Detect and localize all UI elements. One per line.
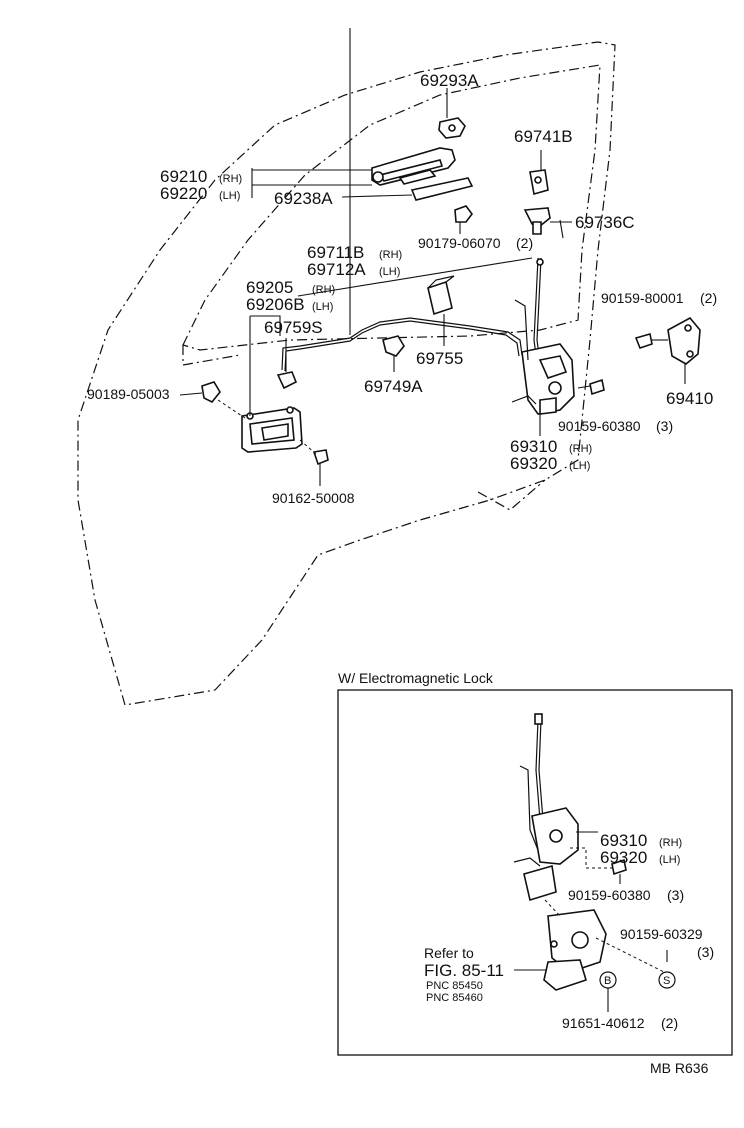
label-69711b-side: (RH) [379, 249, 402, 261]
nut-90179 [454, 205, 473, 223]
handle-clip-69293a [438, 117, 466, 139]
label-69741b: 69741B [514, 127, 573, 146]
label-69293a: 69293A [420, 71, 479, 90]
leader-lines [179, 28, 686, 486]
label-69712a: 69712A [307, 260, 366, 279]
inside-door-handle [241, 406, 303, 453]
label-90159-80001-qty: (2) [700, 290, 717, 306]
inset-label-91651: 91651-40612 [562, 1015, 645, 1031]
clip-69741b [529, 169, 549, 196]
label-90159-60380-qty: (3) [656, 418, 673, 434]
circle-s-marker [658, 971, 676, 989]
circle-b-letter: B [604, 975, 611, 987]
clip-69736c [523, 207, 551, 235]
inset-fig-ref: FIG. 85-11 [424, 961, 504, 980]
inset-label-90159-60329-qty: (3) [697, 944, 714, 960]
door-lock-solenoid [543, 909, 607, 991]
label-90162: 90162-50008 [272, 490, 355, 506]
inset-lock-bracket [523, 864, 557, 902]
label-69410: 69410 [666, 389, 713, 408]
label-69205: 69205 [246, 278, 293, 297]
inset-label-90159-60329: 90159-60329 [620, 926, 703, 942]
label-69220: 69220 [160, 184, 207, 203]
door-outline [77, 41, 616, 706]
label-69711b: 69711B [307, 243, 364, 262]
label-90159-60380: 90159-60380 [558, 418, 641, 434]
inset-pnc2: PNC 85460 [426, 992, 483, 1004]
inset-pnc1: PNC 85450 [426, 980, 483, 992]
label-69206b: 69206B [246, 295, 305, 314]
inset-label-69310: 69310 [600, 831, 647, 850]
inset-electromagnetic-lock: W/ Electromagnetic Lock S [337, 670, 733, 1056]
label-69320: 69320 [510, 454, 557, 473]
inset-label-91651-qty: (2) [661, 1015, 678, 1031]
clip-90189 [201, 381, 246, 419]
inset-refer-to: Refer to [424, 945, 474, 961]
control-rod [281, 317, 523, 372]
inset-label-90159-60380: 90159-60380 [568, 887, 651, 903]
handle-cover-plate [410, 177, 474, 201]
screw-90159-60380 [577, 378, 605, 396]
circle-s-letter: S [663, 975, 670, 987]
label-69206b-side: (LH) [312, 301, 333, 313]
drawing-code: MB R636 [650, 1060, 709, 1076]
label-69220-side: (LH) [219, 190, 240, 202]
label-90189: 90189-05003 [87, 386, 170, 402]
circle-b-marker [599, 971, 617, 989]
label-69238a: 69238A [274, 189, 333, 208]
inset-label-90159-60380-qty: (3) [667, 887, 684, 903]
label-69712a-side: (LH) [379, 266, 400, 278]
inset-label-69320: 69320 [600, 848, 647, 867]
inset-title: W/ Electromagnetic Lock [338, 670, 494, 686]
rod-guide-69755 [427, 275, 455, 316]
label-69749a: 69749A [364, 377, 423, 396]
label-69755: 69755 [416, 349, 463, 368]
door-lock-striker [667, 316, 701, 365]
label-69205-side: (RH) [312, 284, 335, 296]
outside-door-handle [371, 147, 456, 186]
label-69310: 69310 [510, 437, 557, 456]
label-69736c: 69736C [575, 213, 635, 232]
label-69759s: 69759S [264, 318, 323, 337]
label-69310-side: (RH) [569, 443, 592, 455]
screw-90162 [299, 439, 329, 466]
inset-label-69320-side: (LH) [659, 854, 680, 866]
door-lock-assembly [511, 299, 575, 415]
inset-label-69310-side: (RH) [659, 837, 682, 849]
callouts: 69293A 69741B 69210 (RH) 69220 (LH) 6923… [87, 71, 717, 506]
label-90179: 90179-06070 [418, 235, 501, 251]
label-90159-80001: 90159-80001 [601, 290, 684, 306]
label-69210-side: (RH) [219, 173, 242, 185]
label-90179-qty: (2) [516, 235, 533, 251]
label-69210: 69210 [160, 167, 207, 186]
screw-90159-80001 [634, 332, 668, 349]
rod-clip-69759s [276, 371, 298, 390]
label-69320-side: (LH) [569, 460, 590, 472]
rod-clip-69749a [382, 335, 405, 357]
